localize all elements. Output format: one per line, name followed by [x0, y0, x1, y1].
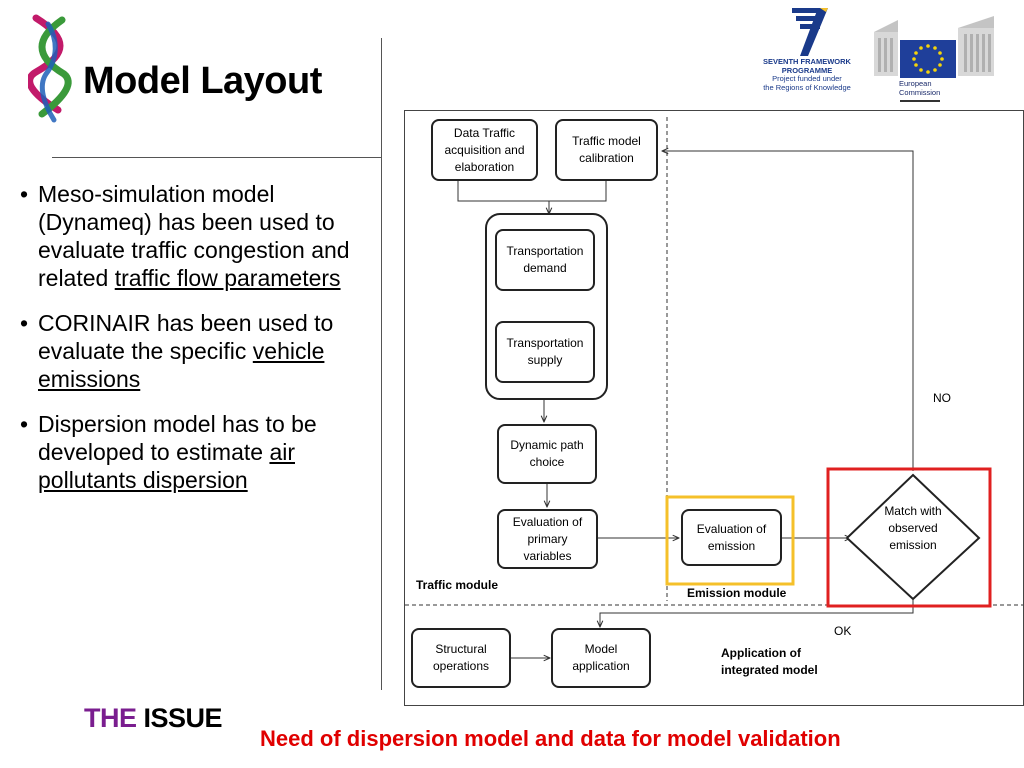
box-traffic-model-calibration: Traffic model calibration	[555, 119, 658, 181]
bullet-underlined-text: air pollutants dispersion	[38, 439, 295, 493]
bullet-text: Meso-simulation model (Dynameq) has been…	[38, 181, 350, 291]
emission-module-label: Emission module	[687, 586, 787, 600]
bullet-item: • Meso-simulation model (Dynameq) has be…	[20, 180, 380, 292]
box-data-traffic: Data Traffic acquisition and elaboration	[431, 119, 538, 181]
issue-word-issue: ISSUE	[143, 703, 223, 733]
bullet-item: • Dispersion model has to be developed t…	[20, 410, 380, 494]
issue-note: Need of dispersion model and data for mo…	[260, 726, 841, 751]
fp7-caption: SEVENTH FRAMEWORK PROGRAMME Project fund…	[755, 57, 859, 92]
validation-highlight-frame	[826, 467, 992, 608]
bullet-text: Dispersion model has to be developed to …	[38, 411, 317, 465]
transport-group-frame	[485, 213, 608, 400]
bullet-item: • CORINAIR has been used to evaluate the…	[20, 309, 380, 393]
match-text: Match with observed emission	[884, 504, 942, 552]
fp7-line: the Regions of Knowledge	[763, 82, 851, 92]
dna-ribbon-logo	[28, 14, 72, 123]
issue-word-the: THE	[84, 703, 137, 733]
bullet-text: CORINAIR has been used to evaluate the s…	[38, 310, 334, 364]
bullet-underlined-text: vehicle emissions	[38, 338, 325, 392]
bullet-dot: •	[20, 181, 29, 207]
bullet-list: • Meso-simulation model (Dynameq) has be…	[20, 180, 380, 511]
box-transportation-supply: Transportation supply	[495, 321, 595, 383]
match-label: Match with observed emission	[879, 503, 947, 554]
title-divider	[52, 157, 382, 158]
box-label: Structural operations	[432, 642, 490, 673]
diagram-connectors	[405, 117, 1023, 705]
no-label: NO	[933, 391, 951, 405]
traffic-module-label: Traffic module	[416, 578, 499, 592]
box-transportation-demand: Transportation demand	[495, 229, 595, 291]
box-evaluation-of-emission: Evaluation of emission	[681, 509, 782, 566]
fp7-line: Project funded under	[772, 74, 842, 83]
box-label: Transportation demand	[506, 244, 584, 275]
bullet-dot: •	[20, 411, 29, 437]
european-commission-logo	[874, 16, 994, 102]
bullet-dot: •	[20, 310, 29, 336]
box-evaluation-primary-variables: Evaluation of primary variables	[497, 509, 598, 569]
ec-caption: European Commission	[899, 79, 940, 97]
box-structural-operations: Structural operations	[411, 628, 511, 688]
box-label: Model application	[572, 642, 630, 673]
application-label: Application of integrated model	[721, 646, 818, 677]
box-label: Evaluation of primary variables	[512, 514, 583, 563]
box-label: Dynamic path choice	[510, 438, 584, 469]
ec-line: European	[899, 79, 932, 88]
box-label: Evaluation of emission	[696, 521, 767, 553]
box-label: Data Traffic acquisition and elaboration	[444, 125, 525, 174]
match-diamond	[845, 473, 981, 601]
box-dynamic-path-choice: Dynamic path choice	[497, 424, 597, 484]
ec-line: Commission	[899, 88, 941, 97]
page-title: Model Layout	[83, 60, 322, 102]
bullet-underlined-text: traffic flow parameters	[114, 265, 341, 291]
box-model-application: Model application	[551, 628, 651, 688]
box-label: Traffic model calibration	[572, 134, 641, 165]
ok-label: OK	[834, 624, 852, 638]
fp7-line: SEVENTH FRAMEWORK	[763, 57, 851, 66]
emission-highlight-frame	[665, 495, 795, 586]
box-label: Transportation supply	[506, 336, 584, 367]
fp7-logo	[792, 8, 828, 56]
fp7-line: PROGRAMME	[781, 65, 833, 75]
vertical-divider	[381, 38, 382, 690]
model-flow-diagram: Data Traffic acquisition and elaboration…	[404, 110, 1024, 706]
